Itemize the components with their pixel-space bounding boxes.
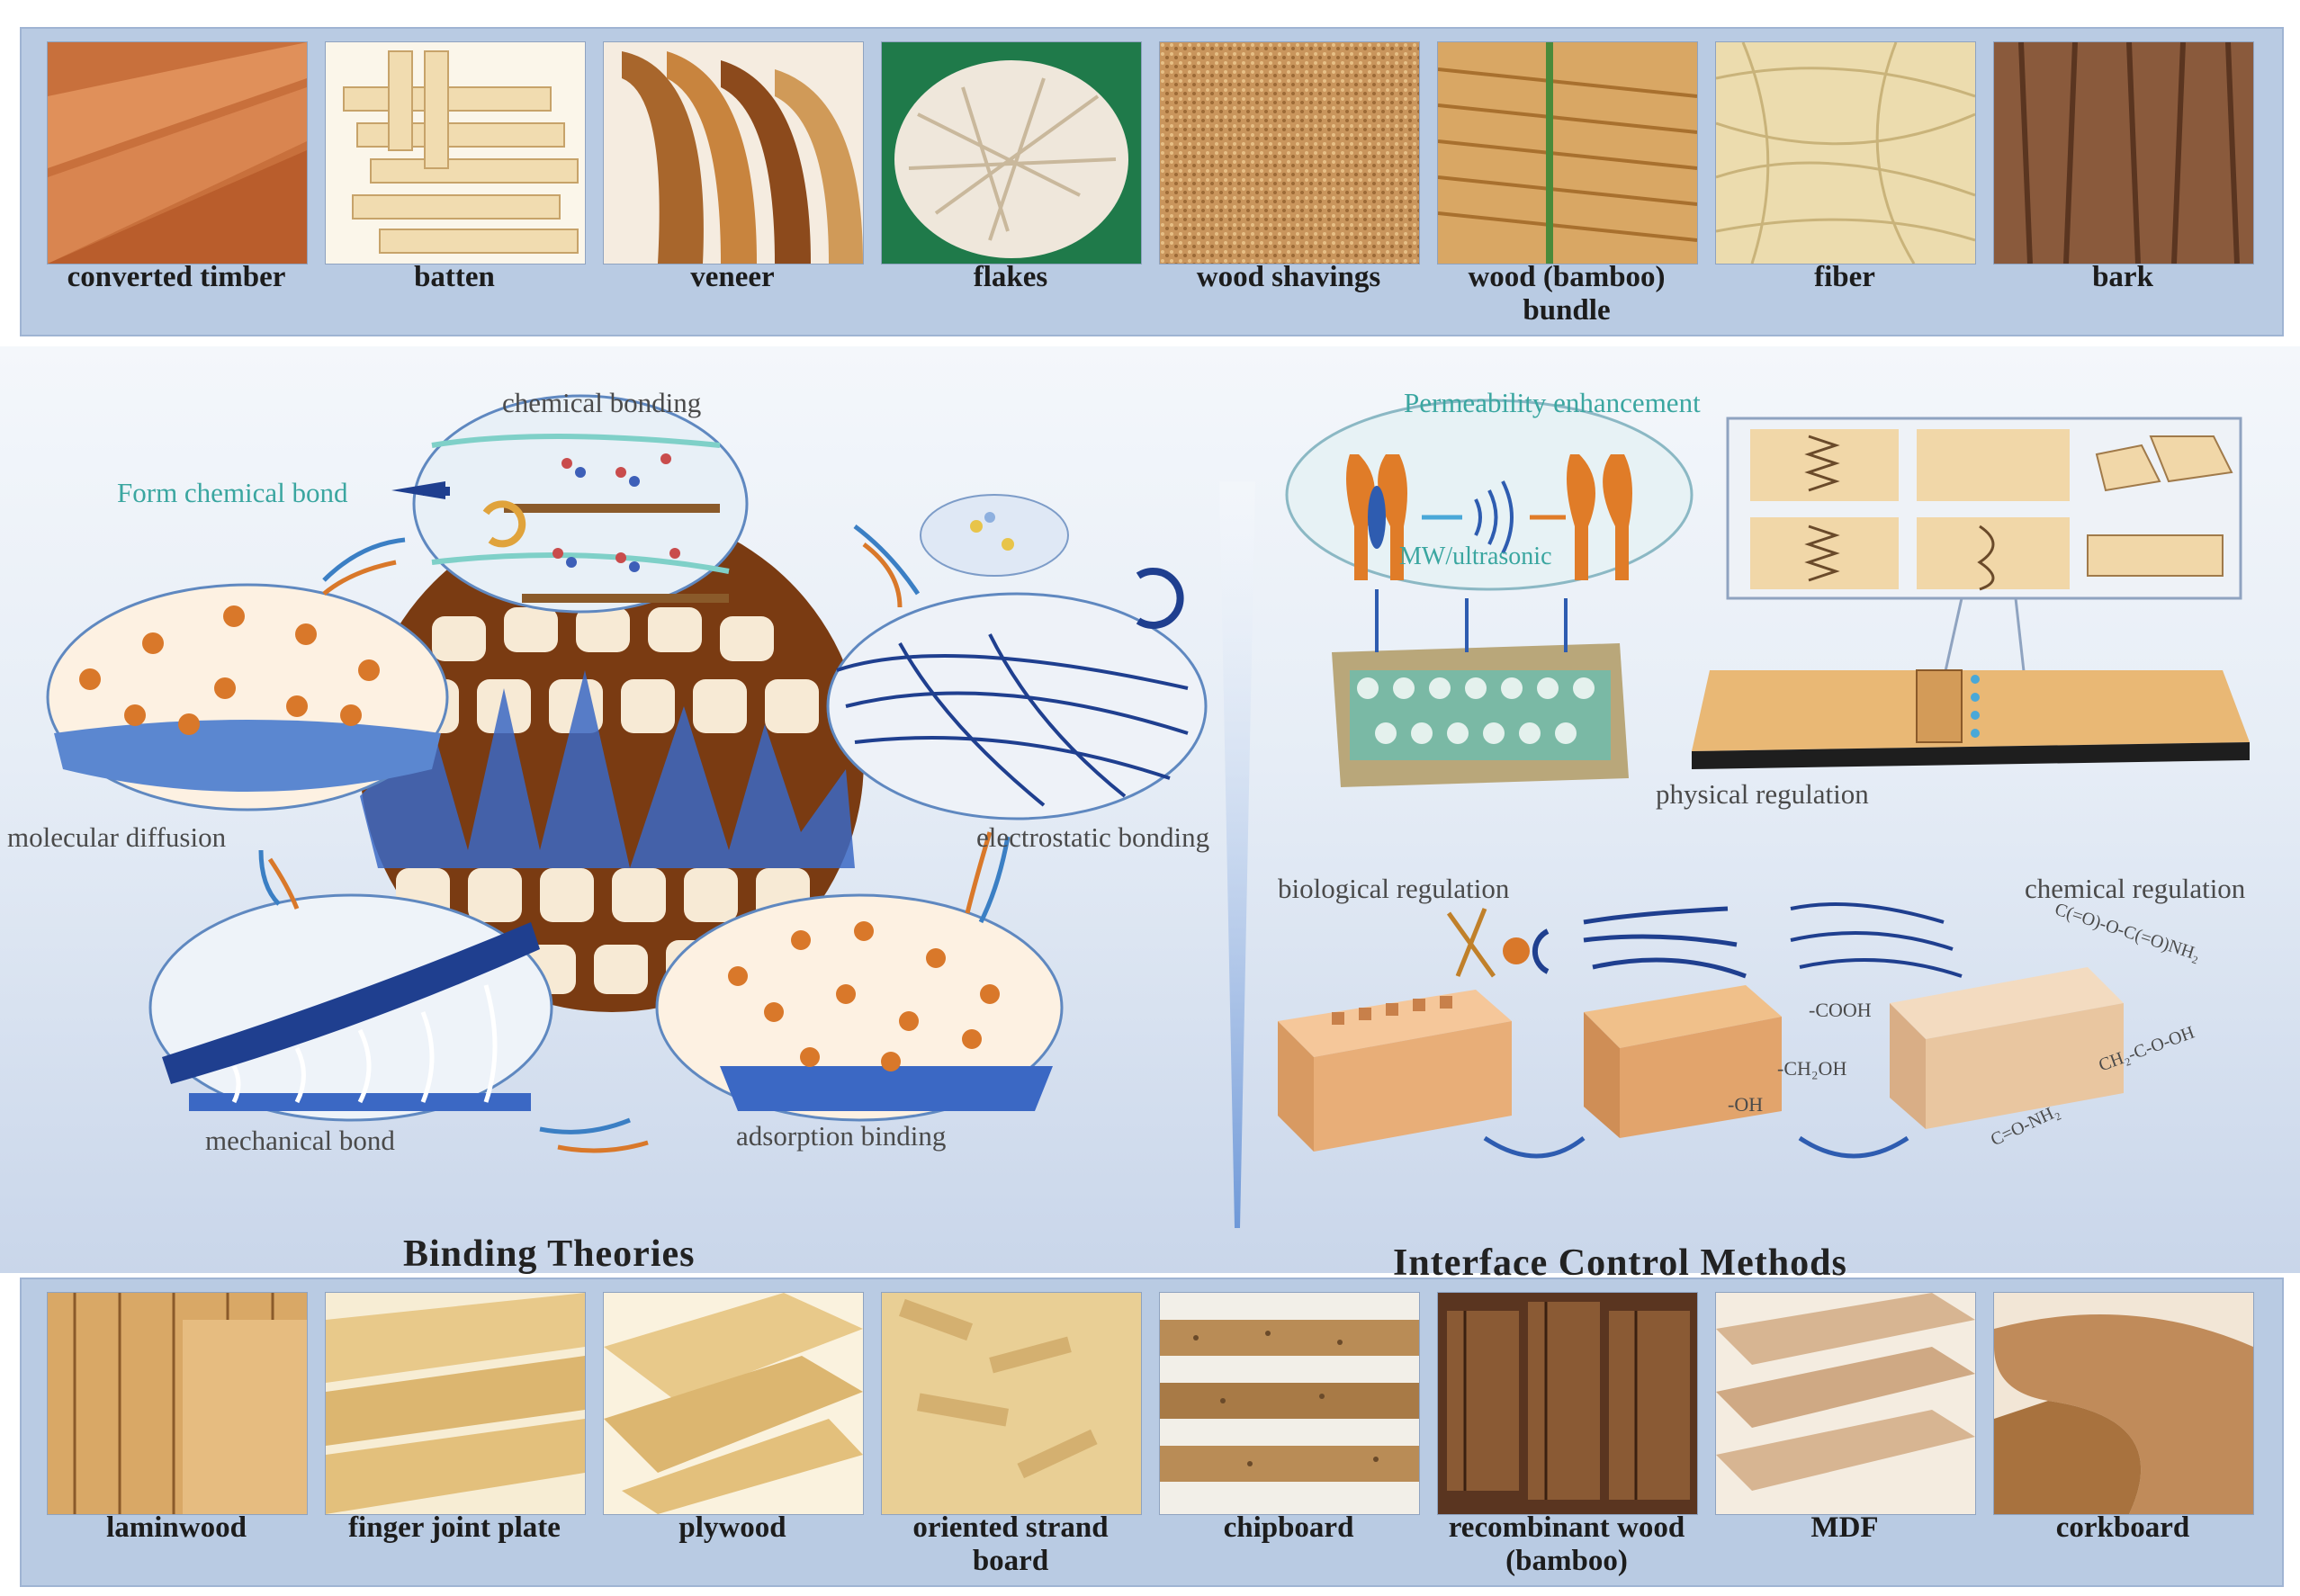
tile-label: flakes [973, 261, 1048, 293]
honeycomb-block [1332, 589, 1629, 787]
tile-label: recombinant wood (bamboo) [1448, 1511, 1685, 1577]
cooh-group-label: -COOH [1809, 999, 1872, 1021]
tile-label: batten [414, 261, 495, 293]
wood-block-3 [1890, 967, 2124, 1129]
osb-image [881, 1292, 1142, 1515]
chipboard-image [1159, 1292, 1420, 1515]
diagram-canvas [46, 394, 2250, 1228]
batten-image [325, 41, 586, 265]
recombinant-wood-image [1437, 1292, 1698, 1515]
interface-control-heading: Interface Control Methods [1393, 1242, 1847, 1284]
jointed-board [1692, 669, 2250, 769]
tile-label: oriented strand board [912, 1511, 1109, 1577]
wood-block-2 [1584, 985, 1782, 1138]
plywood-image [603, 1292, 864, 1515]
tile-label: plywood [678, 1511, 786, 1544]
tile-label: MDF [1810, 1511, 1879, 1544]
divider-arrow [1219, 481, 1255, 1228]
molecular-diffusion-label: molecular diffusion [7, 821, 227, 853]
flakes-image [881, 41, 1142, 265]
wood-shavings-image [1159, 41, 1420, 265]
bark-image [1993, 41, 2254, 265]
molecular-diffusion-ellipse [46, 583, 449, 811]
electrostatic-bonding-label: electrostatic bonding [976, 821, 1210, 853]
tile-label: finger joint plate [348, 1511, 561, 1544]
joint-types-panel [1726, 417, 2242, 680]
corkboard-image [1993, 1292, 2254, 1515]
oh-group-label: -OH [1728, 1093, 1764, 1116]
biological-regulation-label: biological regulation [1278, 873, 1510, 904]
chemical-regulation-label: chemical regulation [2025, 873, 2246, 904]
mw-ultrasonic-label: MW/ultrasonic [1399, 542, 1552, 570]
mdf-image [1715, 1292, 1976, 1515]
tile-label: converted timber [67, 261, 286, 293]
permeability-ellipse [1285, 399, 1694, 591]
veneer-image [603, 41, 864, 265]
mechanical-bond-ellipse [148, 893, 553, 1122]
mechanical-bond-label: mechanical bond [205, 1125, 395, 1156]
physical-regulation-label: physical regulation [1656, 778, 1869, 810]
top-materials-band: converted timber batten veneer flakes wo… [20, 27, 2284, 336]
tile-label: fiber [1814, 261, 1875, 293]
electrostatic-bonding-ellipse [826, 494, 1208, 820]
permeability-label: Permeability enhancement [1404, 387, 1701, 418]
tile-label: bark [2092, 261, 2153, 293]
tile-label: wood shavings [1196, 261, 1381, 293]
converted-timber-image [47, 41, 308, 265]
tile-label: wood (bamboo) bundle [1468, 261, 1666, 327]
biological-regulation-graphic [1446, 902, 1963, 979]
finger-joint-plate-image [325, 1292, 586, 1515]
adsorption-binding-label: adsorption binding [736, 1120, 947, 1152]
wood-block-1 [1278, 990, 1512, 1152]
tile-label: corkboard [2055, 1511, 2190, 1544]
chemical-bonding-ellipse [412, 394, 749, 614]
binding-theories-heading: Binding Theories [403, 1233, 696, 1275]
adsorption-binding-ellipse [655, 893, 1064, 1122]
tile-label: laminwood [106, 1511, 247, 1544]
bottom-products-band: laminwood finger joint plate plywood ori… [20, 1278, 2284, 1587]
fiber-image [1715, 41, 1976, 265]
laminwood-image [47, 1292, 308, 1515]
tile-label: chipboard [1223, 1511, 1354, 1544]
tile-label: veneer [690, 261, 775, 293]
chemical-bonding-label: chemical bonding [502, 387, 702, 418]
ch2oh-group-label: -CH₂OH [1777, 1057, 1847, 1080]
cycle-arrows [258, 525, 1011, 1134]
form-chemical-bond-label: Form chemical bond [117, 477, 348, 508]
middle-diagram-area: chemical bonding Form chemical bond mole… [0, 346, 2300, 1284]
bamboo-bundle-image [1437, 41, 1698, 265]
